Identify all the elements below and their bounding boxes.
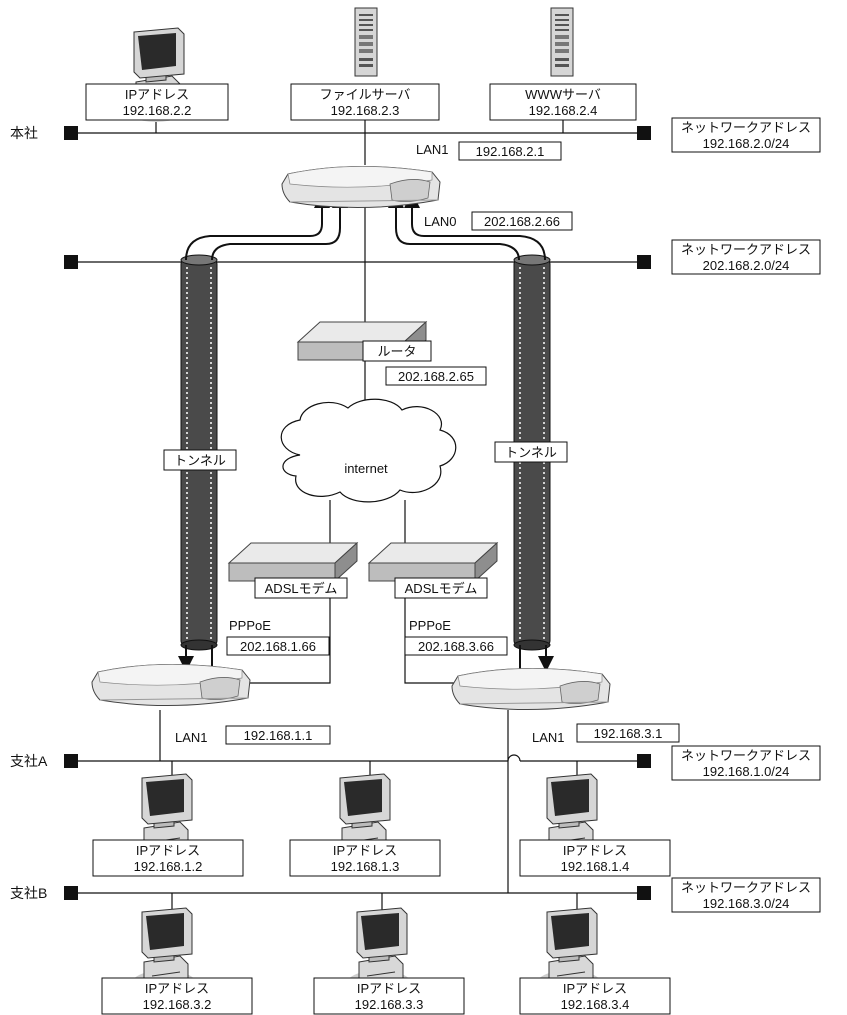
branch-b-host-2: IPアドレス 192.168.3.3 [314,978,464,1014]
svg-text:192.168.1.0/24: 192.168.1.0/24 [703,764,790,779]
branch-a-network-address: ネットワークアドレス 192.168.1.0/24 [672,746,820,780]
www-server-icon [551,8,573,76]
svg-text:IPアドレス: IPアドレス [563,981,627,996]
hq-label: 本社 [10,125,38,141]
tunnel-right-label: トンネル [505,445,557,460]
branch-a-host-2: IPアドレス 192.168.1.3 [290,840,440,876]
adsl-modem-right-label: ADSLモデム [405,581,478,596]
adsl-modem-right-icon [369,543,497,581]
svg-text:202.168.2.0/24: 202.168.2.0/24 [703,258,790,273]
svg-text:IPアドレス: IPアドレス [145,981,209,996]
adsl-modem-left-label: ADSLモデム [265,581,338,596]
branch-a-host-3: IPアドレス 192.168.1.4 [520,840,670,876]
svg-text:192.168.3.3: 192.168.3.3 [355,997,424,1012]
branch-b-label: 支社B [10,885,47,901]
branch-b-host-1: IPアドレス 192.168.3.2 [102,978,252,1014]
branch-a-host-1: IPアドレス 192.168.1.2 [93,840,243,876]
internet-cloud: internet [281,399,456,502]
hq-lan1-label: LAN1 [416,142,449,157]
router-a-pppoe-addr: 202.168.1.66 [240,639,316,654]
svg-text:192.168.1.4: 192.168.1.4 [561,859,630,874]
hq-file-server: ファイルサーバ 192.168.2.3 [291,84,439,120]
hq-router-icon [282,166,440,207]
hq-lan1-addr: 192.168.2.1 [476,144,545,159]
www-server-addr: 192.168.2.4 [529,103,598,118]
file-server-title: ファイルサーバ [320,87,411,102]
svg-text:192.168.3.0/24: 192.168.3.0/24 [703,896,790,911]
svg-text:192.168.3.2: 192.168.3.2 [143,997,212,1012]
svg-text:192.168.1.2: 192.168.1.2 [134,859,203,874]
router-a-icon [92,664,250,705]
branch-a-label: 支社A [10,753,48,769]
adsl-modem-left-icon [229,543,357,581]
router-a-lan1-addr: 192.168.1.1 [244,728,313,743]
hq-www-server: WWWサーバ 192.168.2.4 [490,84,636,120]
hq-host-1-addr: 192.168.2.2 [123,103,192,118]
router-b-icon [452,668,610,709]
router-b-lan1-label: LAN1 [532,730,565,745]
svg-text:192.168.2.0/24: 192.168.2.0/24 [703,136,790,151]
file-server-icon [355,8,377,76]
hq-lan0-label: LAN0 [424,214,457,229]
svg-text:IPアドレス: IPアドレス [333,843,397,858]
tunnel-left-label: トンネル [174,453,226,468]
router-b-pppoe-addr: 202.168.3.66 [418,639,494,654]
svg-text:IPアドレス: IPアドレス [357,981,421,996]
hq-network-address: ネットワークアドレス 192.168.2.0/24 [672,118,820,152]
branch-a-segment [64,754,651,768]
svg-text:192.168.3.4: 192.168.3.4 [561,997,630,1012]
svg-text:ネットワークアドレス: ネットワークアドレス [681,880,811,895]
svg-text:IPアドレス: IPアドレス [563,843,627,858]
svg-text:ネットワークアドレス: ネットワークアドレス [681,748,811,763]
wan-network-address: ネットワークアドレス 202.168.2.0/24 [672,240,820,274]
isp-router-label: ルータ [377,344,416,359]
wan-segment [64,255,651,269]
hq-host-1-title: IPアドレス [125,87,189,102]
router-a-lan1-label: LAN1 [175,730,208,745]
www-server-title: WWWサーバ [525,87,601,102]
branch-b-segment [64,886,651,900]
svg-text:192.168.1.3: 192.168.1.3 [331,859,400,874]
svg-text:IPアドレス: IPアドレス [136,843,200,858]
svg-text:ネットワークアドレス: ネットワークアドレス [681,120,811,135]
internet-label: internet [344,461,388,476]
branch-b-host-3: IPアドレス 192.168.3.4 [520,978,670,1014]
isp-router-addr: 202.168.2.65 [398,369,474,384]
svg-text:ネットワークアドレス: ネットワークアドレス [681,242,811,257]
hq-host-1: IPアドレス 192.168.2.2 [86,84,228,120]
branch-b-network-address: ネットワークアドレス 192.168.3.0/24 [672,878,820,912]
router-a-pppoe-label: PPPoE [229,618,271,633]
router-b-pppoe-label: PPPoE [409,618,451,633]
file-server-addr: 192.168.2.3 [331,103,400,118]
router-b-lan1-addr: 192.168.3.1 [594,726,663,741]
hq-lan0-addr: 202.168.2.66 [484,214,560,229]
